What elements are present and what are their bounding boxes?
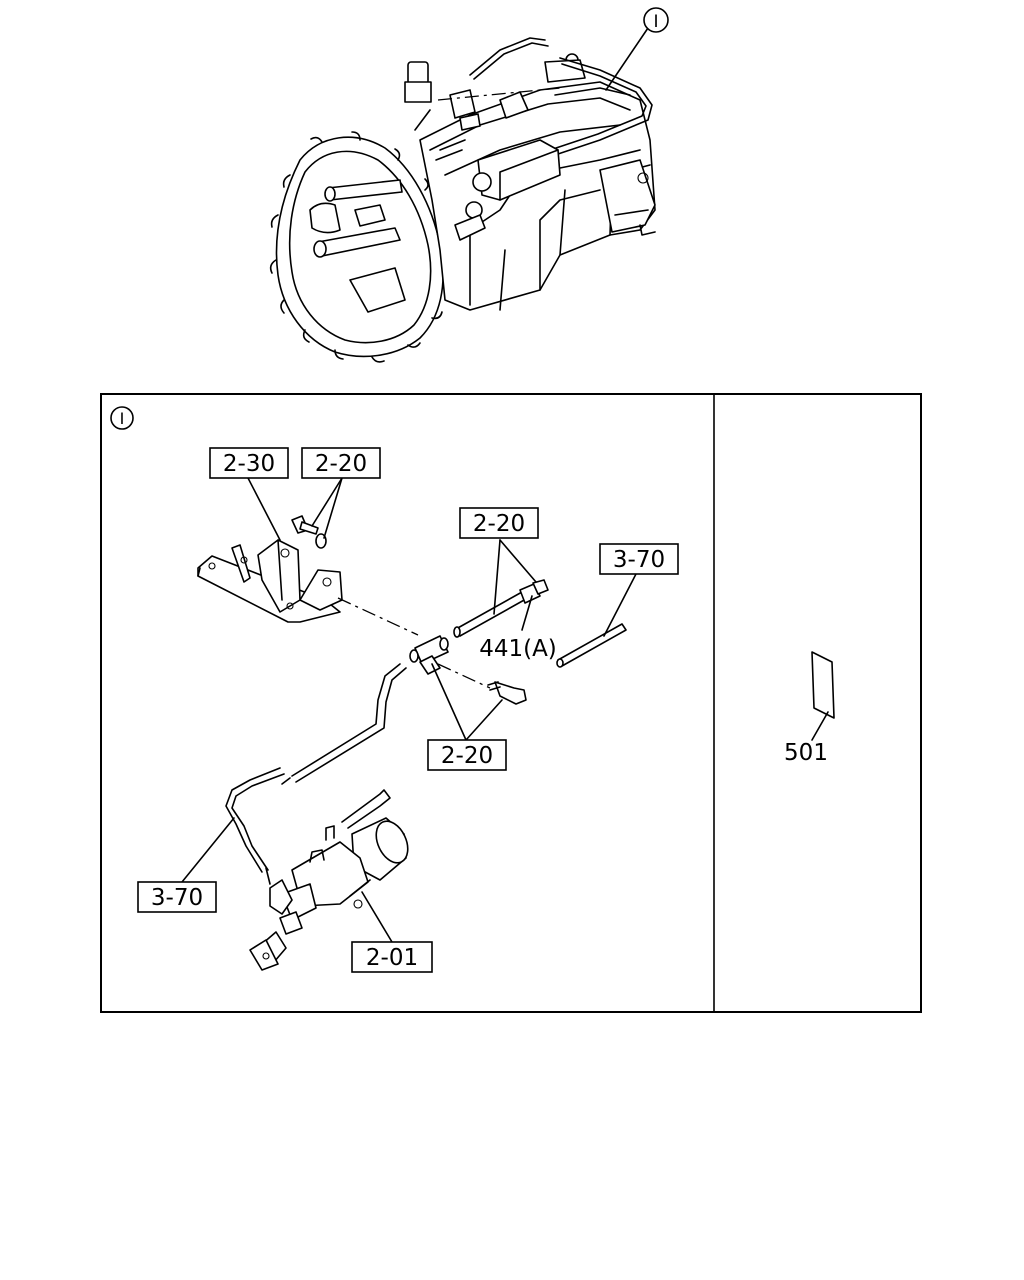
label-2-20-bolt: 2-20 <box>301 447 381 479</box>
label-441a: 441(A) <box>479 636 557 662</box>
view-callout: I <box>643 7 669 33</box>
transmission-assembly <box>269 27 656 363</box>
label-2-30-text: 2-30 <box>223 451 275 477</box>
label-501-part <box>811 651 835 741</box>
label-501-text: 501 <box>784 740 828 766</box>
label-2-20-tee: 2-20 <box>427 739 507 771</box>
label-2-01-text: 2-01 <box>366 945 418 971</box>
label-2-20-top-text: 2-20 <box>473 511 525 537</box>
tee-and-pipes <box>225 579 627 873</box>
bracket-part <box>197 515 419 636</box>
label-2-20-top: 2-20 <box>459 507 539 539</box>
label-2-01: 2-01 <box>351 941 433 973</box>
view-callout-marker: I <box>653 12 658 32</box>
label-3-70-left: 3-70 <box>137 881 217 913</box>
label-3-70-right: 3-70 <box>599 543 679 575</box>
detail-marker: I <box>120 409 125 428</box>
label-3-70-left-text: 3-70 <box>151 885 203 911</box>
clutch-booster <box>249 817 409 971</box>
leader-lines <box>181 477 637 943</box>
label-2-20-tee-text: 2-20 <box>441 743 493 769</box>
label-2-30: 2-30 <box>209 447 289 479</box>
detail-frame: I <box>100 393 922 1013</box>
label-501: 501 <box>784 740 828 766</box>
label-441a-text: 441(A) <box>479 636 557 662</box>
label-2-20-bolt-text: 2-20 <box>315 451 367 477</box>
label-3-70-right-text: 3-70 <box>613 547 665 573</box>
